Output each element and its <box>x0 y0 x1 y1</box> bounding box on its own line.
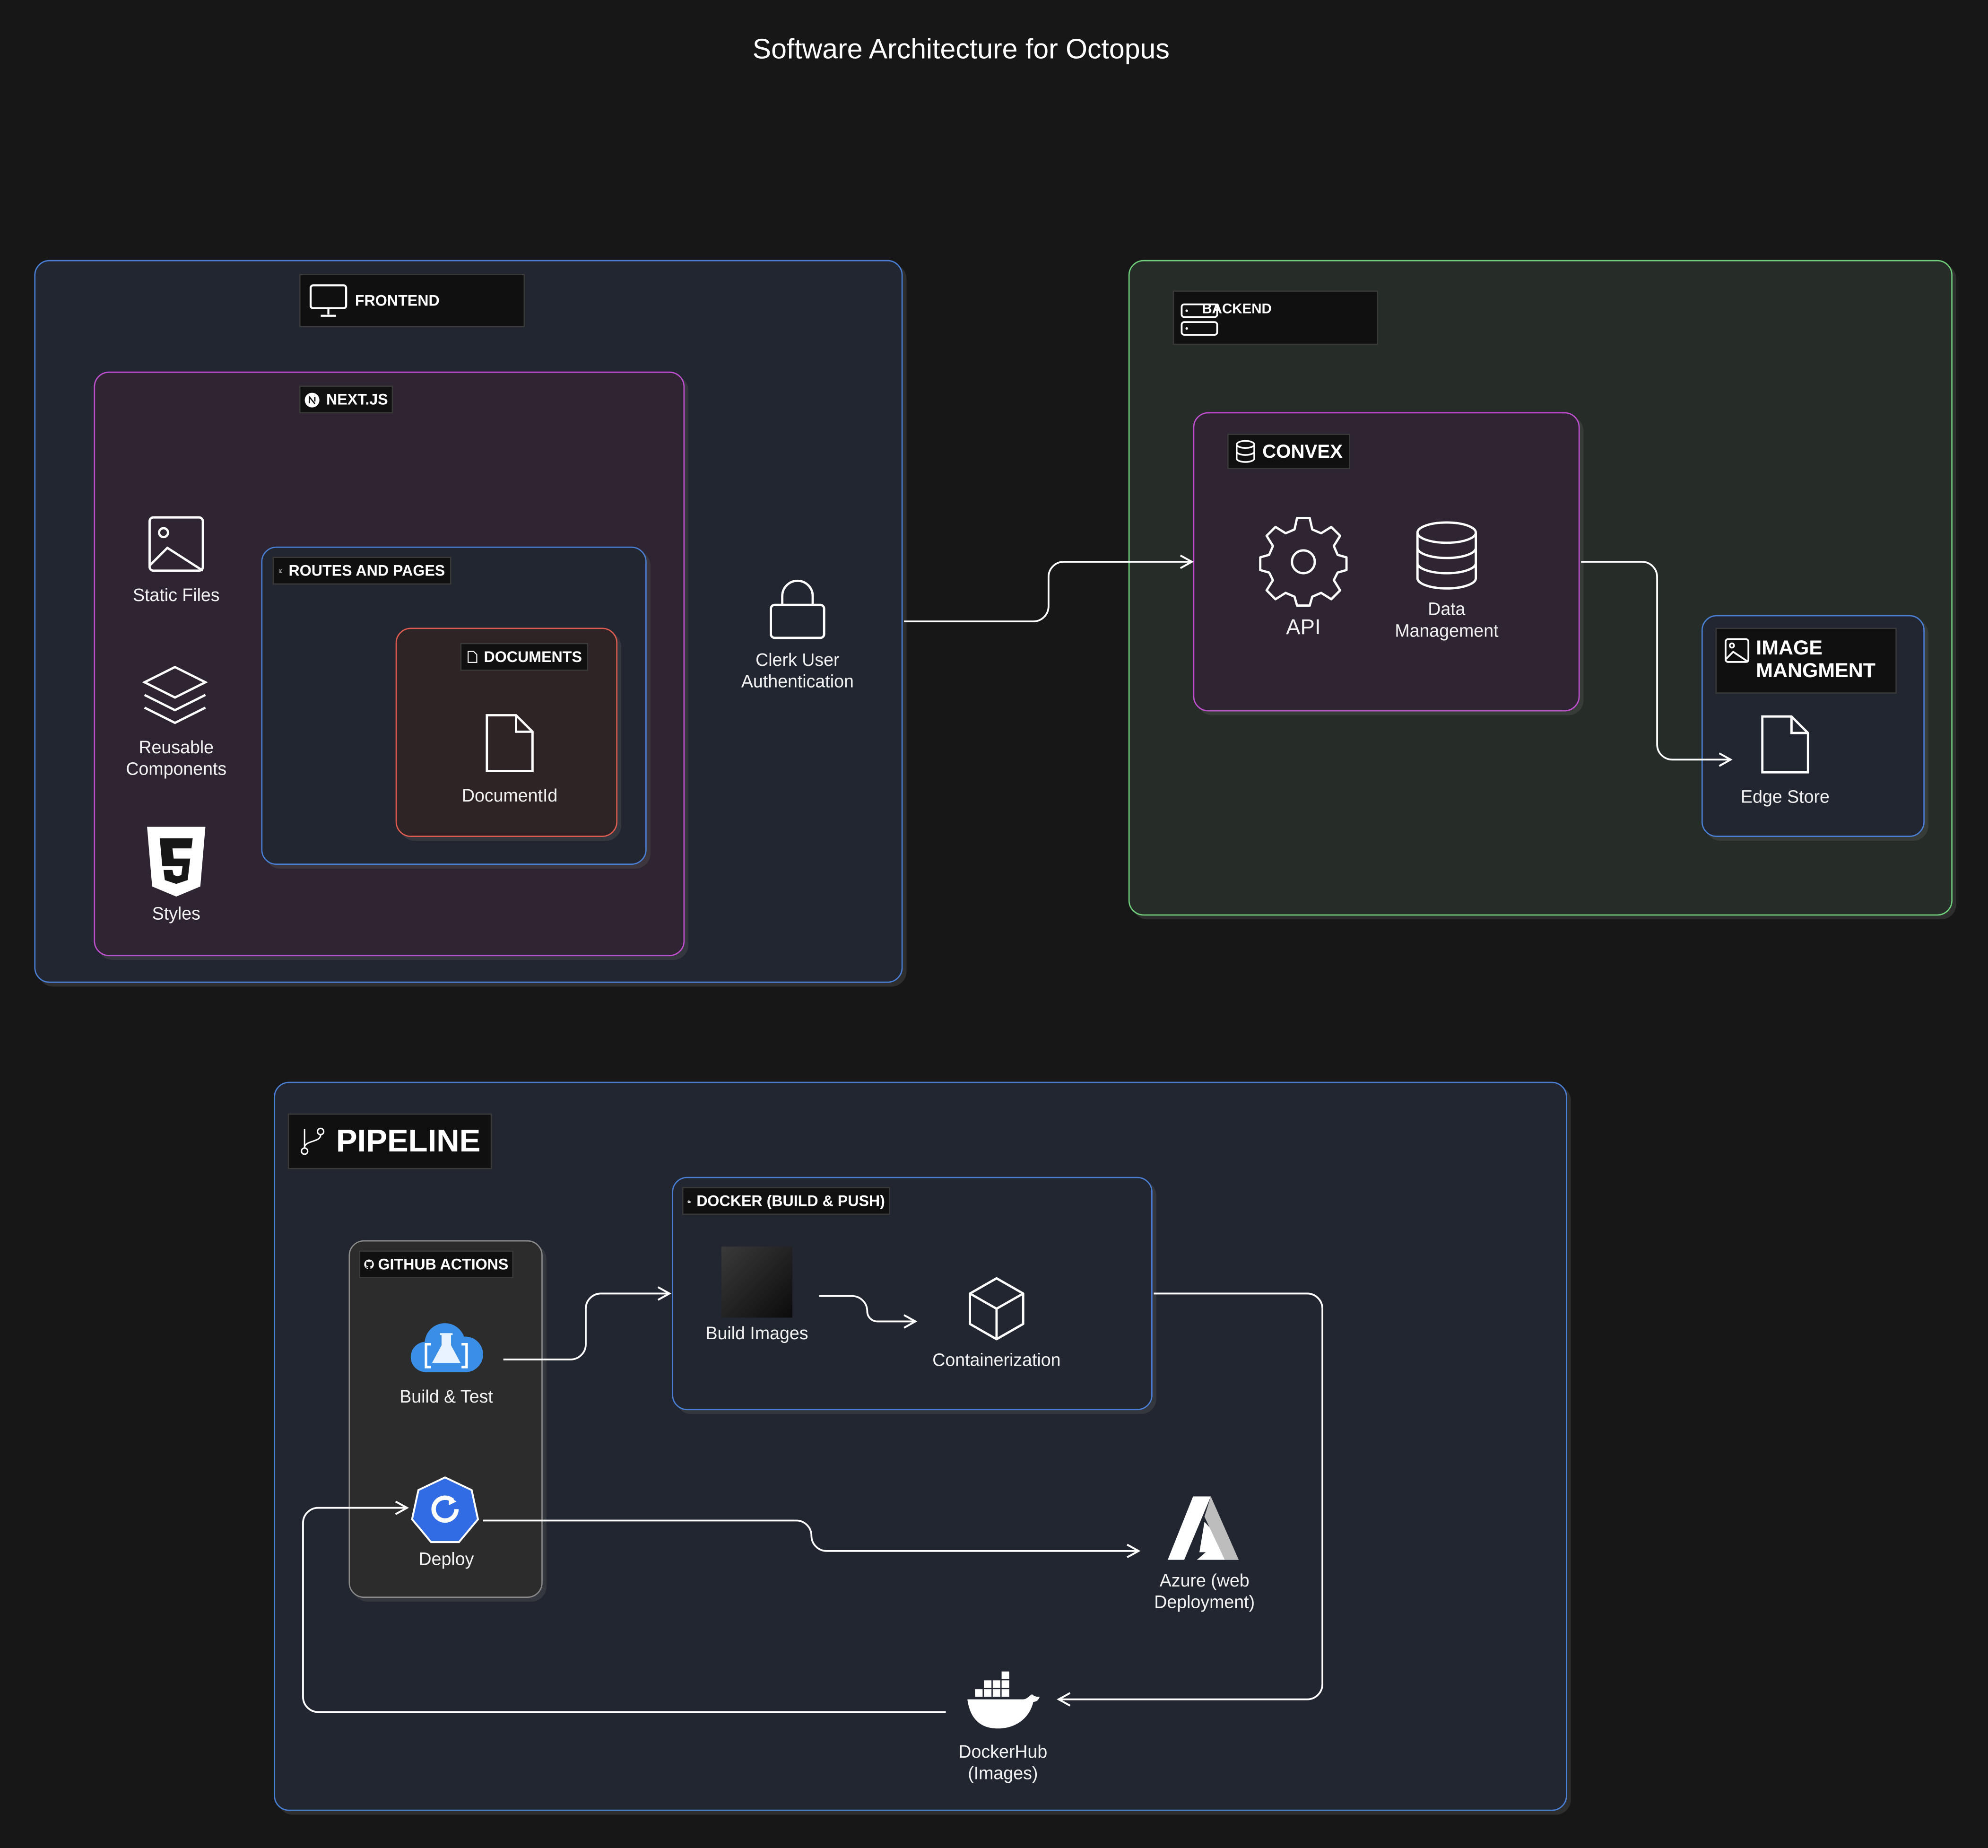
static-files-label: Static Files <box>132 584 220 605</box>
github-icon <box>364 1259 374 1269</box>
deploy-label: Deploy <box>418 1548 474 1569</box>
api-label: API <box>1286 615 1321 639</box>
arrow-docker-to-dockerhub <box>1057 1292 1323 1707</box>
document-id-label: DocumentId <box>461 785 558 805</box>
nextjs-icon <box>304 392 320 407</box>
build-images-label: Build Images <box>705 1323 808 1343</box>
build-images-thumbnail <box>721 1247 793 1318</box>
github-actions-tag-label: GITHUB ACTIONS <box>378 1255 509 1273</box>
lock-icon <box>770 579 825 639</box>
edge-store-file-icon <box>1761 715 1809 774</box>
arrow-convex-to-edge-store <box>1581 561 1733 767</box>
gear-icon <box>1259 517 1348 607</box>
dockerhub-label: DockerHub (Images) <box>958 1741 1048 1783</box>
server-icon <box>1181 303 1218 335</box>
frontend-tag-label: FRONTEND <box>355 291 440 310</box>
deploy-icon <box>411 1476 479 1543</box>
documents-tag: DOCUMENTS <box>460 643 589 671</box>
pipeline-tag-label: PIPELINE <box>336 1123 481 1159</box>
arrow-dockerhub-to-deploy <box>302 1500 946 1713</box>
edge-store-label: Edge Store <box>1741 786 1830 807</box>
database-icon <box>1236 440 1255 463</box>
docker-small-icon <box>687 1199 692 1203</box>
routes-tag-label: ROUTES AND PAGES <box>288 562 445 580</box>
image-management-tag-label: IMAGE MANGMENT <box>1756 637 1875 683</box>
layers-icon <box>142 665 208 724</box>
document-icon <box>486 714 534 772</box>
container-cube-icon <box>969 1277 1024 1341</box>
monitor-icon <box>309 284 347 317</box>
arrow-build-test-to-docker <box>503 1286 672 1360</box>
styles-label: Styles <box>152 903 200 924</box>
convex-tag-label: CONVEX <box>1262 440 1343 462</box>
arrow-deploy-to-azure <box>483 1519 1141 1559</box>
backend-tag: BACKEND <box>1172 290 1379 345</box>
backend-tag-label: BACKEND <box>1202 302 1272 317</box>
image-file-icon <box>148 516 204 572</box>
nextjs-tag-label: NEXT.JS <box>326 390 388 409</box>
github-actions-tag: GITHUB ACTIONS <box>358 1250 514 1279</box>
page-icon <box>279 568 282 573</box>
build-test-label: Build & Test <box>399 1386 493 1407</box>
docker-build-tag-label: DOCKER (BUILD & PUSH) <box>696 1192 885 1210</box>
file-icon <box>468 651 477 663</box>
nextjs-tag: NEXT.JS <box>299 385 393 414</box>
docker-build-tag: DOCKER (BUILD & PUSH) <box>682 1187 890 1215</box>
azure-test-plans-icon <box>410 1323 483 1372</box>
convex-tag: CONVEX <box>1227 434 1351 470</box>
containerization-label: Containerization <box>932 1349 1061 1370</box>
image-icon <box>1725 638 1750 663</box>
git-branch-icon <box>301 1127 325 1155</box>
arrow-frontend-to-convex <box>904 554 1194 622</box>
diagram-title: Software Architecture for Octopus <box>752 33 1170 65</box>
documents-tag-label: DOCUMENTS <box>484 648 582 666</box>
clerk-auth-label: Clerk User Authentication <box>741 649 854 691</box>
routes-tag: ROUTES AND PAGES <box>272 557 451 585</box>
frontend-tag: FRONTEND <box>299 274 525 327</box>
azure-icon <box>1167 1496 1239 1560</box>
data-management-label: Data Management <box>1395 598 1499 640</box>
azure-label: Azure (web Deployment) <box>1154 1570 1255 1612</box>
pipeline-tag: PIPELINE <box>287 1113 492 1169</box>
reusable-components-label: Reusable Components <box>126 737 227 778</box>
image-management-tag: IMAGE MANGMENT <box>1715 628 1897 694</box>
arrow-build-images-to-containerization <box>819 1295 918 1329</box>
css3-icon <box>147 827 206 897</box>
data-storage-icon <box>1416 521 1477 590</box>
docker-whale-icon <box>967 1671 1040 1729</box>
